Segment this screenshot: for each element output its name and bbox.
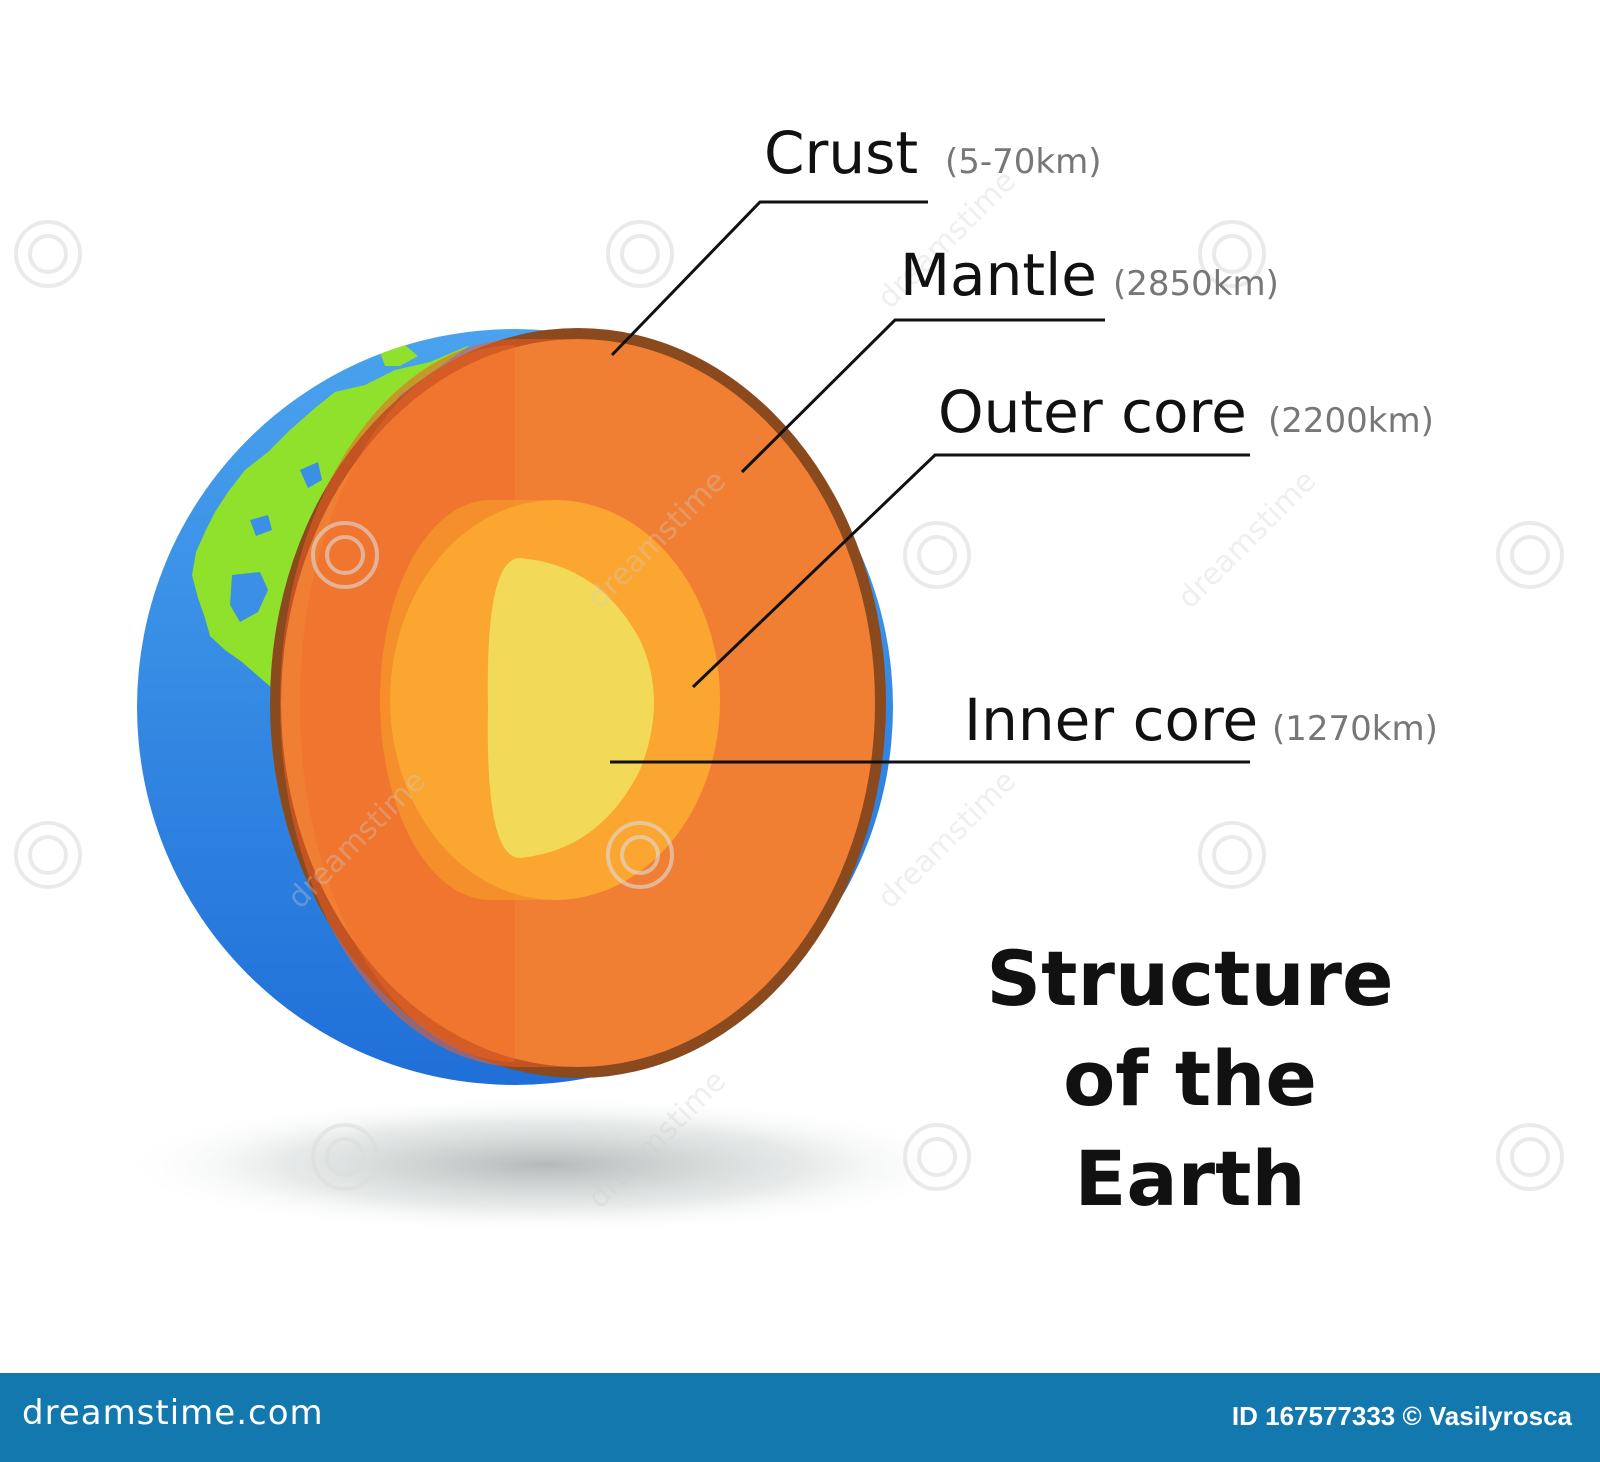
spiral-logo-icon xyxy=(14,220,1564,1191)
continent-land xyxy=(250,515,272,536)
title-line: of the xyxy=(1063,1034,1317,1123)
outer-core-thickness: (2200km) xyxy=(1268,401,1434,441)
continent-land xyxy=(230,572,268,622)
crust-thickness: (5-70km) xyxy=(945,142,1102,182)
mantle-thickness: (2850km) xyxy=(1113,264,1279,304)
diagram-title: Structure of the Earth xyxy=(986,934,1393,1223)
title-line: Earth xyxy=(1074,1134,1305,1223)
layer-labels: Crust (5-70km) Mantle (2850km) Outer cor… xyxy=(764,119,1438,754)
footer-brand-link[interactable]: dreamstime.com xyxy=(22,1393,324,1433)
globe-shadow xyxy=(115,1095,975,1235)
earth-structure-diagram: dreamstime dreamstime dreamstime dreamst… xyxy=(14,119,1564,1235)
watermark-text: dreamstime xyxy=(871,763,1023,915)
outer-core-leader-line xyxy=(691,453,1250,689)
title-line: Structure xyxy=(986,934,1393,1023)
image-credit: ID 167577333 © Vasilyrosca xyxy=(1231,1401,1572,1431)
inner-core-layer xyxy=(487,558,654,858)
inner-core-thickness: (1270km) xyxy=(1272,709,1438,749)
crust-label: Crust xyxy=(764,119,918,187)
globe xyxy=(137,328,893,1085)
crust-leader-line xyxy=(610,200,928,357)
footer-bar: dreamstime.com ID 167577333 © Vasilyrosc… xyxy=(0,1373,1600,1462)
continent-land xyxy=(300,462,322,488)
watermark-text: dreamstime xyxy=(1171,463,1323,615)
mantle-label: Mantle xyxy=(900,241,1097,309)
leader-lines xyxy=(610,200,1250,764)
outer-core-label: Outer core xyxy=(938,378,1247,446)
inner-core-label: Inner core xyxy=(964,686,1258,754)
mantle-leader-line xyxy=(740,318,1105,474)
